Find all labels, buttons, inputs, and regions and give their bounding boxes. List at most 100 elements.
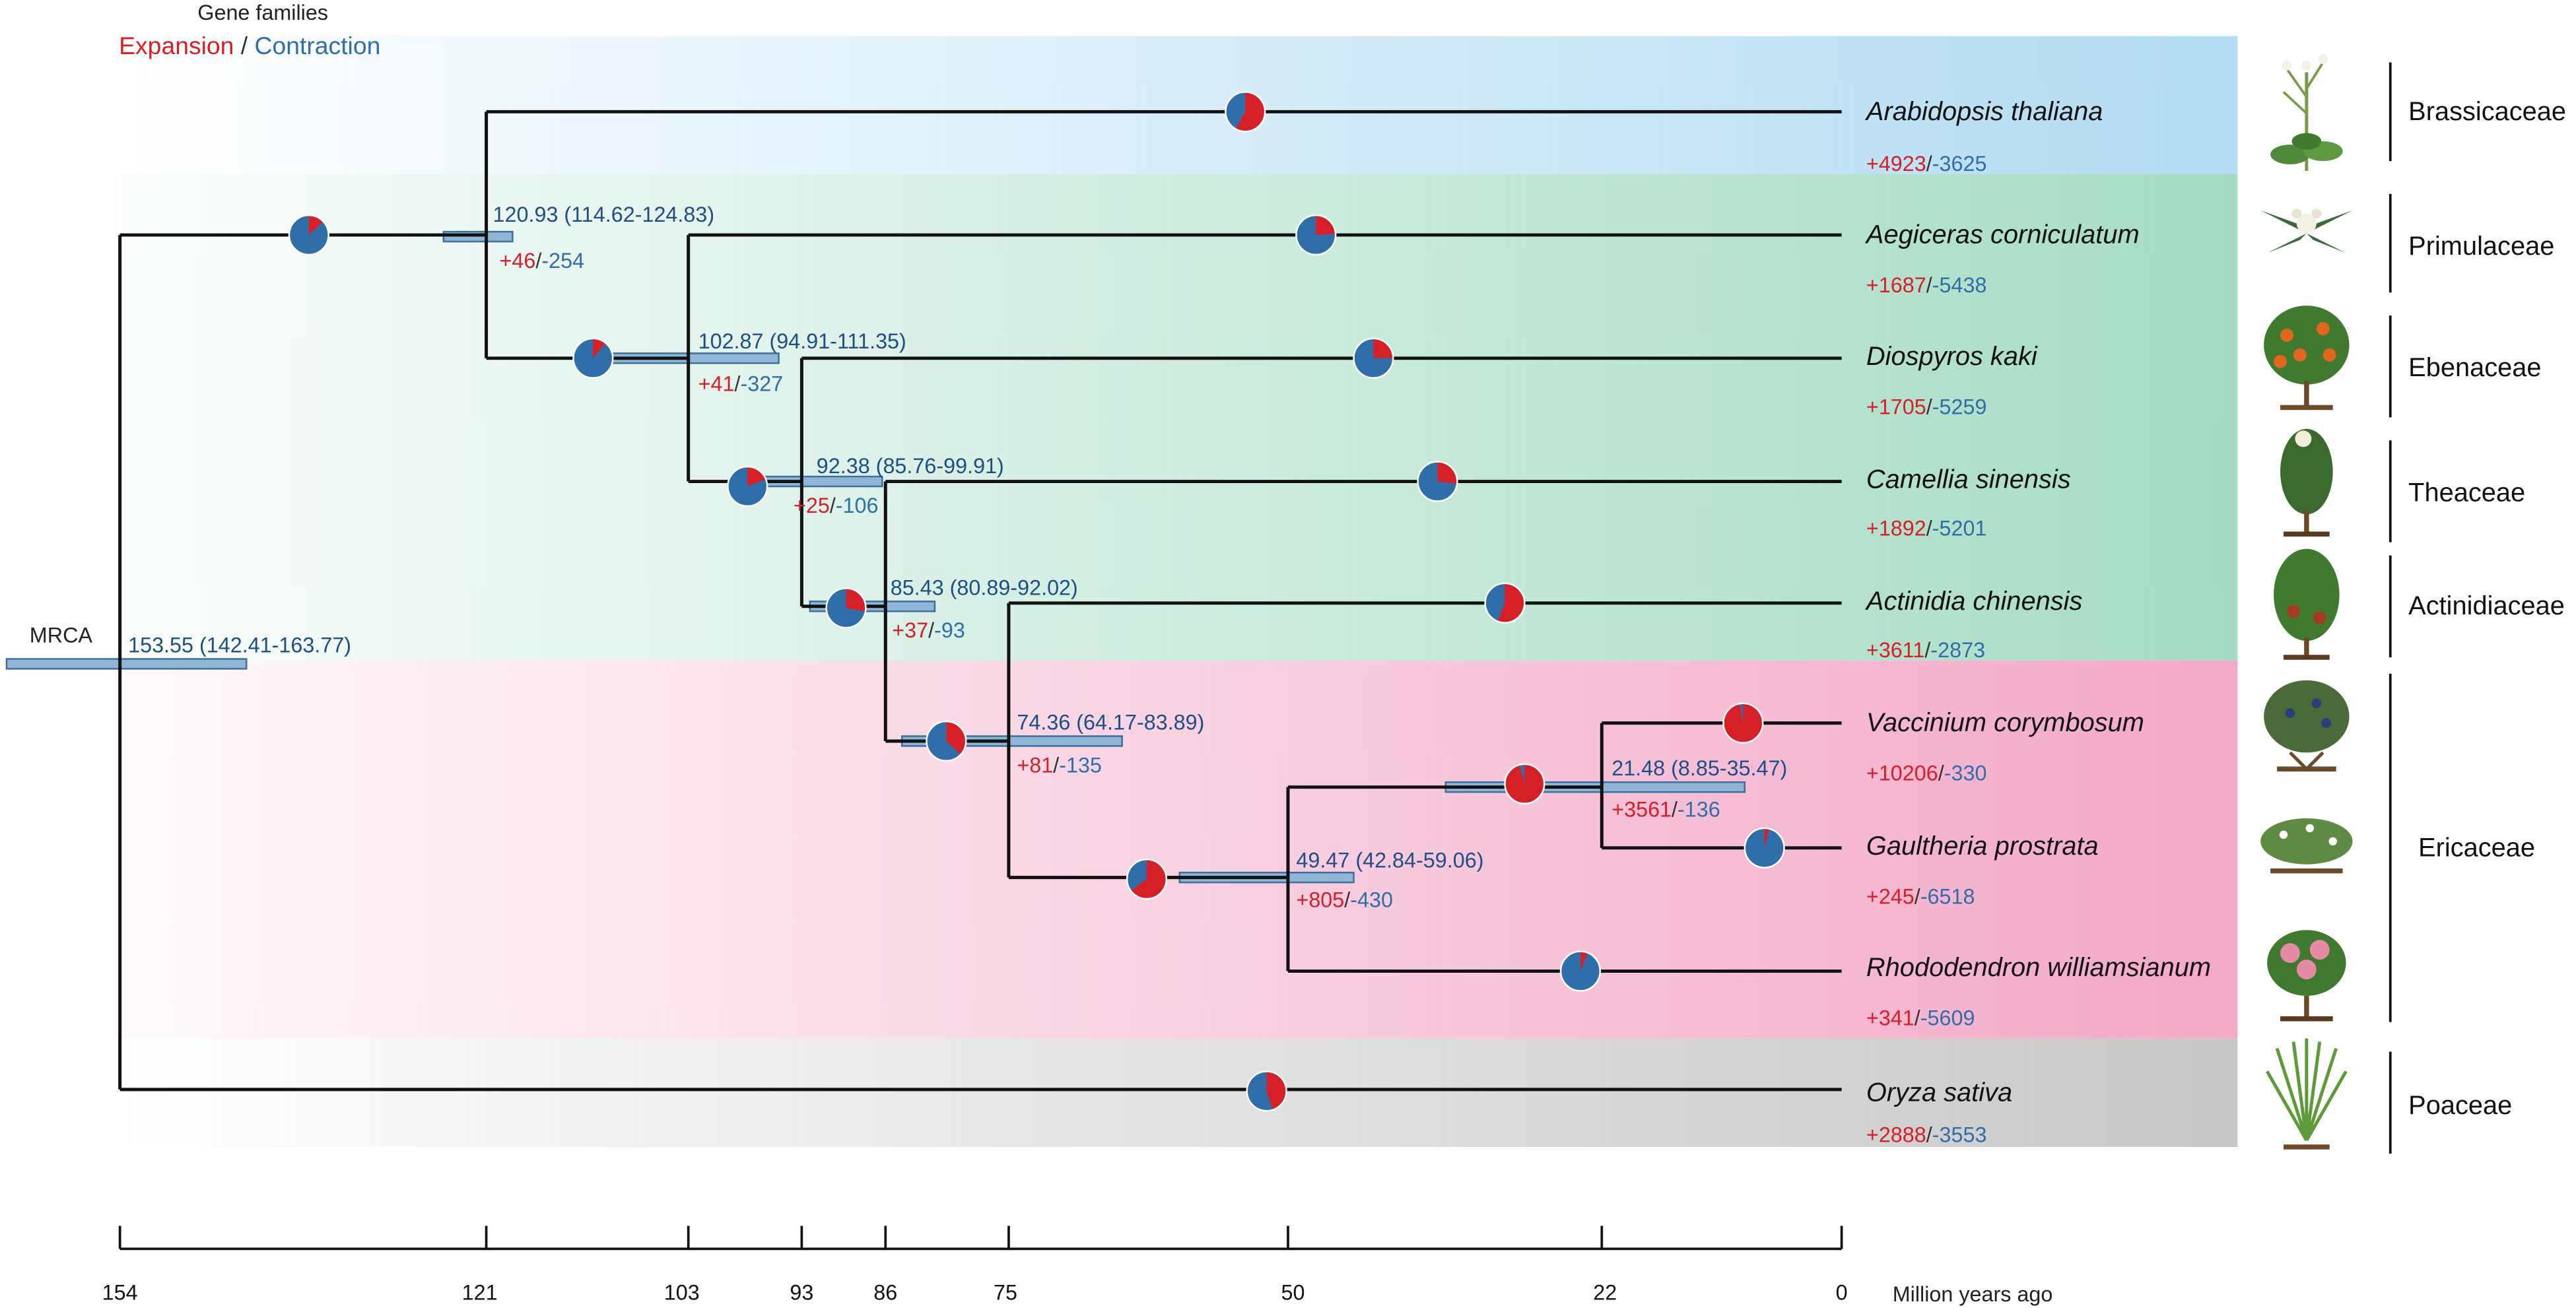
plant-icon-gaultheria <box>2260 818 2353 874</box>
species-name: Actinidia chinensis <box>1865 587 2083 616</box>
pie-outline <box>1484 582 1526 624</box>
node-exp-n4: +37 <box>892 618 928 642</box>
family-label: Actinidiaceae <box>2408 591 2565 620</box>
pie-outline <box>572 337 614 379</box>
legend-separator: / <box>234 32 254 59</box>
slash: / <box>1938 762 1944 785</box>
node-age-n4: 85.43 (80.89-92.02) <box>891 575 1078 599</box>
plant-icon-actinidia <box>2274 548 2340 660</box>
pie-rhododendron-williamsianum <box>1559 950 1602 992</box>
species-con: -330 <box>1944 762 1987 785</box>
species-con: -5201 <box>1932 517 1987 540</box>
plant-icon-rhododendron <box>2267 930 2346 1022</box>
pie-outline <box>926 720 967 762</box>
axis-tick-label: 86 <box>873 1281 897 1305</box>
node-con-n3: -106 <box>836 494 879 517</box>
pie-expansion-slice <box>747 467 766 487</box>
node-count-n2: +41/-327 <box>698 372 784 396</box>
pie-outline <box>825 587 867 629</box>
node-con-n7: -136 <box>1678 797 1720 821</box>
species-count: +2888/-3553 <box>1866 1123 1987 1147</box>
species-con: -6518 <box>1920 884 1975 908</box>
band-poaceae <box>115 1038 2238 1147</box>
pie-outline <box>1722 702 1764 744</box>
node-exp-n2: +41 <box>698 372 735 396</box>
pie-outline <box>1225 91 1266 133</box>
species-name: Aegiceras corniculatum <box>1865 220 2140 249</box>
species-count: +10206/-330 <box>1866 762 1987 785</box>
pie-expansion-slice <box>1437 461 1458 484</box>
pie-expansion-slice <box>1316 215 1336 236</box>
legend-title: Gene families <box>197 1 328 24</box>
slash: / <box>1926 395 1932 418</box>
species-con: -3553 <box>1932 1123 1987 1147</box>
family-label: Ebenaceae <box>2408 353 2541 382</box>
legend-contraction: Contraction <box>255 32 381 59</box>
band-core-eudicots <box>115 174 2238 661</box>
node-con-n1: -254 <box>541 249 584 273</box>
pie-outline <box>1559 950 1602 992</box>
pie-expansion-slice <box>308 215 323 236</box>
node-age-n1: 120.93 (114.62-124.83) <box>493 203 715 226</box>
species-exp: +245 <box>1866 884 1915 908</box>
node-con-n6: -430 <box>1350 888 1393 911</box>
family-label: Brassicaceae <box>2408 97 2566 126</box>
species-exp: +2888 <box>1866 1123 1926 1147</box>
plant-icon-arabidopsis <box>2270 54 2343 171</box>
species-name: Gaultheria prostrata <box>1866 832 2099 861</box>
node-age-n3: 92.38 (85.76-99.91) <box>817 454 1004 478</box>
species-exp: +1705 <box>1866 395 1926 418</box>
species-exp: +1892 <box>1866 517 1926 540</box>
species-labels: Arabidopsis thaliana +4923/-3625 Aegicer… <box>1865 97 2211 1147</box>
pie-n1 <box>288 214 329 256</box>
slash: / <box>734 372 740 396</box>
node-age-n6: 49.47 (42.84-59.06) <box>1296 849 1483 872</box>
pie-n3 <box>727 465 768 507</box>
plant-illustrations <box>2260 54 2353 1150</box>
node-count-n4: +37/-93 <box>892 618 965 642</box>
plant-icon-diospyros <box>2264 306 2350 410</box>
species-con: -5609 <box>1920 1006 1975 1030</box>
pie-n2 <box>572 337 614 379</box>
pie-expansion-slice <box>1580 951 1588 971</box>
root-label: MRCA <box>30 624 93 647</box>
slash: / <box>928 618 934 642</box>
pie-expansion-slice <box>1505 764 1545 804</box>
species-name: Arabidopsis thaliana <box>1865 97 2103 126</box>
plant-icon-aegiceras <box>2260 209 2353 253</box>
species-count: +3611/-2873 <box>1866 638 1985 662</box>
gene-family-pies <box>288 91 1785 1112</box>
pie-n5 <box>926 720 967 762</box>
legend-expansion: Expansion <box>119 32 234 59</box>
node-age-n2: 102.87 (94.91-111.35) <box>698 329 906 353</box>
slash: / <box>535 249 541 273</box>
species-exp: +1687 <box>1866 273 1926 297</box>
species-count: +341/-5609 <box>1866 1006 1975 1030</box>
band-ericaceae <box>115 660 2238 1039</box>
family-label: Poaceae <box>2408 1091 2512 1120</box>
node-count-n3: +25/-106 <box>794 494 879 517</box>
time-axis <box>118 1226 1843 1251</box>
node-count-n7: +3561/-136 <box>1611 797 1720 821</box>
species-name: Camellia sinensis <box>1866 465 2071 494</box>
pie-outline <box>727 465 768 507</box>
pie-gaultheria-prostrata <box>1744 827 1785 868</box>
pie-expansion-slice <box>1235 92 1266 132</box>
axis-tick-label: 154 <box>102 1281 138 1305</box>
node-exp-n5: +81 <box>1017 753 1053 777</box>
slash: / <box>1915 1006 1920 1030</box>
species-exp: +10206 <box>1866 762 1938 785</box>
pie-aegiceras-corniculatum <box>1295 214 1337 256</box>
pie-camellia-sinensis <box>1417 461 1458 502</box>
pie-n6 <box>1126 858 1168 900</box>
pie-outline <box>1504 763 1545 804</box>
pie-expansion-slice <box>946 721 966 755</box>
species-name: Vaccinium corymbosum <box>1866 708 2144 737</box>
node-count-n1: +46/-254 <box>500 249 585 273</box>
pie-outline <box>1126 858 1168 900</box>
slash: / <box>1053 753 1059 777</box>
species-con: -5259 <box>1932 395 1987 418</box>
node-exp-n3: +25 <box>794 494 830 517</box>
node-con-n2: -327 <box>740 372 783 396</box>
species-count: +1892/-5201 <box>1866 517 1987 540</box>
